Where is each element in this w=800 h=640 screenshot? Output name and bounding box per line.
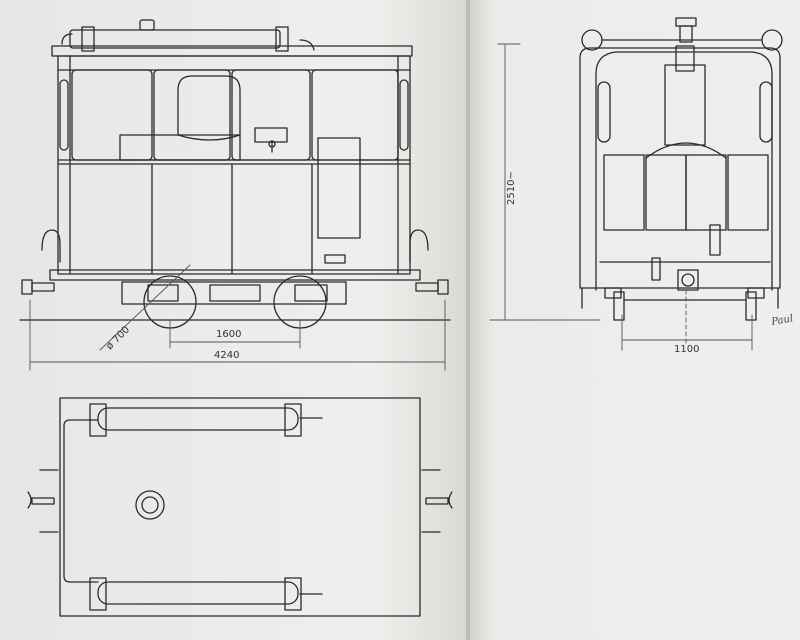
track-gauge-label: 1100 (674, 344, 699, 355)
grab-handle-left (41, 229, 61, 263)
underframe (49, 269, 421, 281)
boiler (119, 75, 361, 264)
end-wheel-right (745, 291, 757, 321)
side-dimensions (29, 264, 446, 371)
end-elevation (579, 17, 783, 321)
book-gutter (466, 0, 470, 640)
roof-tank (61, 19, 315, 52)
chimney-plan (135, 490, 165, 520)
overall-length-label: 4240 (214, 350, 239, 361)
windows (59, 69, 409, 161)
wheel-diameter-label: ø 700 (104, 324, 132, 352)
buffer-right (415, 279, 449, 295)
end-dimensions (489, 43, 753, 351)
height-label: 2510~ (506, 171, 517, 205)
plan-view (27, 397, 453, 617)
artist-signature: Paul (770, 313, 794, 328)
roof-tank-end (581, 17, 783, 51)
plan-outline (59, 397, 421, 617)
coupling (599, 224, 771, 291)
grab-handle-right (409, 229, 429, 263)
running-gear (121, 281, 347, 305)
end-wheel-left (613, 291, 625, 321)
side-elevation (19, 19, 451, 329)
end-body (579, 47, 781, 289)
buffer-left (21, 279, 55, 295)
car-body (57, 55, 411, 275)
wheelbase-label: 1600 (216, 329, 241, 340)
